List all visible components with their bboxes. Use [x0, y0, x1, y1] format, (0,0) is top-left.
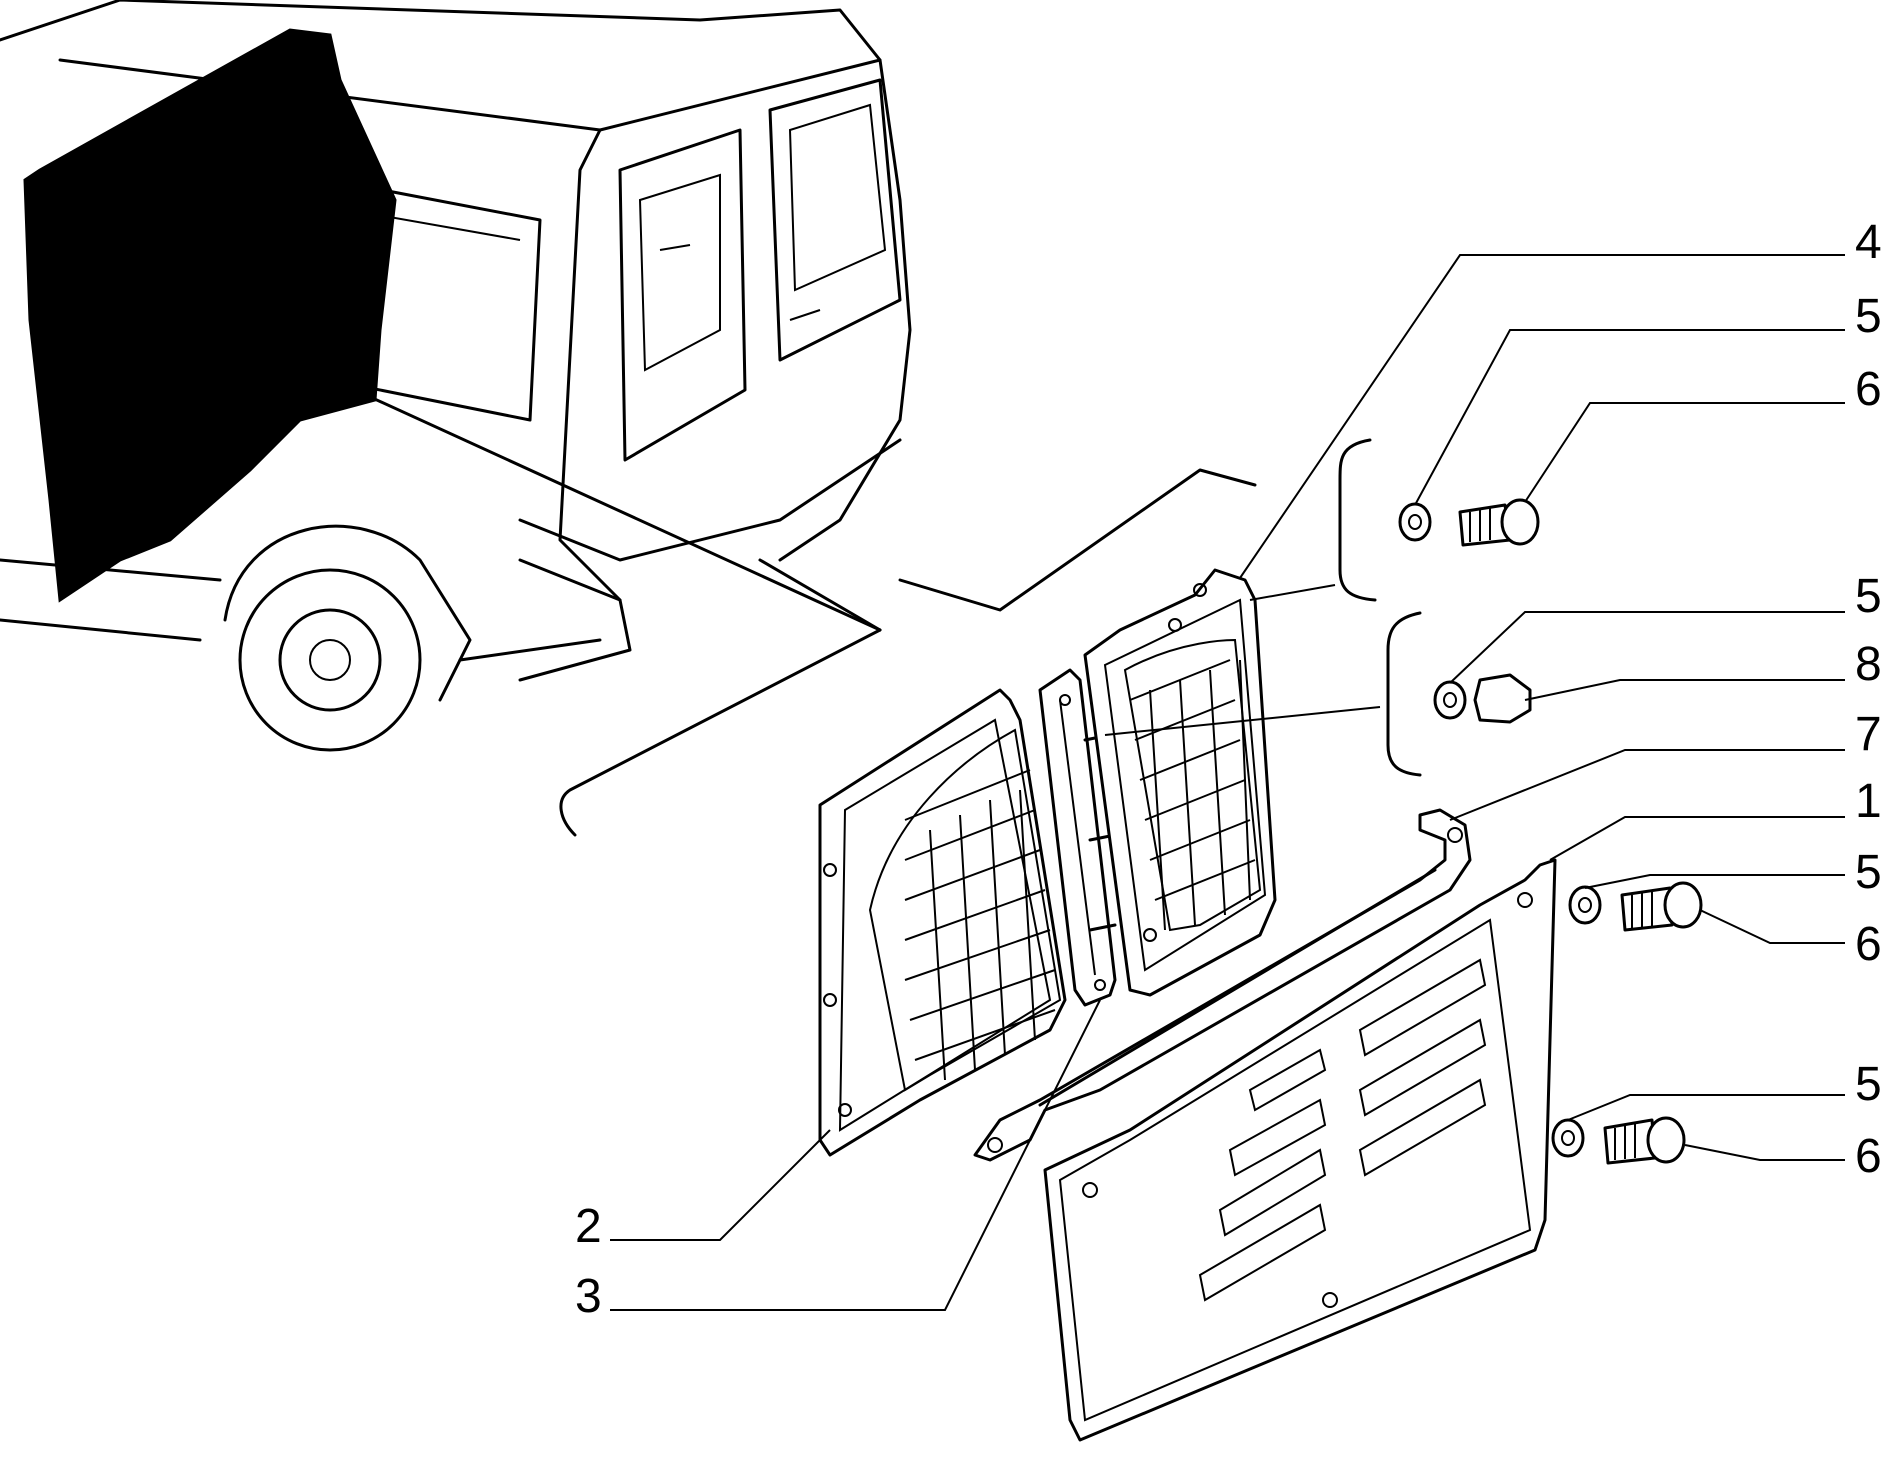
mesh-grid-left: [904, 769, 1056, 1081]
callout-8: 8: [1855, 638, 1882, 691]
callout-6-a: 6: [1855, 363, 1882, 416]
bolt-right-2: [1603, 1116, 1686, 1165]
washer-right-2: [1551, 1118, 1585, 1158]
partition-silhouette: [23, 28, 397, 603]
washer-top: [1398, 502, 1432, 542]
lower-panel: [1043, 858, 1557, 1442]
bolt-top: [1458, 498, 1540, 547]
washer-right-1: [1568, 885, 1602, 925]
washer-mid: [1433, 680, 1467, 720]
callout-5-a: 5: [1855, 290, 1882, 343]
callout-5-b: 5: [1855, 570, 1882, 623]
callout-3: 3: [575, 1270, 602, 1323]
callout-7: 7: [1855, 708, 1882, 761]
callout-4: 4: [1855, 216, 1882, 269]
leader-lines: [610, 254, 1845, 1311]
callout-5-d: 5: [1855, 1058, 1882, 1111]
mesh-grid-right: [1129, 659, 1256, 931]
nut-mid: [1473, 673, 1532, 724]
left-mesh-panel: [818, 688, 1067, 1157]
lower-panel-slots: [1198, 958, 1487, 1302]
callout-6-b: 6: [1855, 918, 1882, 971]
callout-6-c: 6: [1855, 1130, 1882, 1183]
center-strip: [1038, 668, 1117, 1007]
van-illustration: [0, 0, 1257, 837]
callout-5-c: 5: [1855, 846, 1882, 899]
callout-2: 2: [575, 1200, 602, 1253]
callout-1: 1: [1855, 775, 1882, 828]
callout-labels: 4 5 6 5 8 7 1 5 6 5 6 2 3: [575, 216, 1882, 1323]
bolt-right-1: [1620, 881, 1703, 932]
right-mesh-panel: [1083, 568, 1277, 997]
